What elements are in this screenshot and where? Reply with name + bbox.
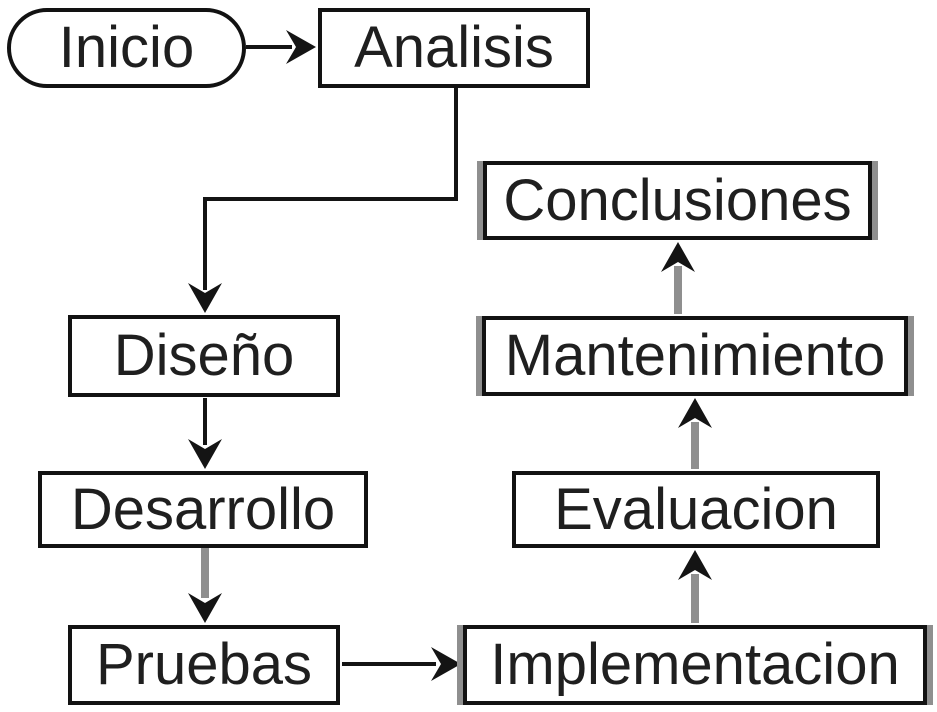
node-pruebas-label: Pruebas: [95, 632, 313, 697]
arrowhead-down-icon: [188, 283, 222, 313]
connector-analisis-diseno: [188, 88, 458, 313]
connector-evaluacion-mantenimiento: [678, 398, 712, 469]
arrowhead-up-icon: [678, 550, 712, 580]
node-desarrollo-label: Desarrollo: [70, 476, 336, 542]
node-analisis-label: Analisis: [354, 15, 554, 80]
arrowhead-down-icon: [188, 439, 222, 469]
arrowhead-right-icon: [431, 647, 461, 681]
node-inicio-label: Inicio: [58, 15, 195, 80]
node-inicio: Inicio: [7, 8, 246, 88]
node-pruebas: Pruebas: [68, 625, 340, 705]
connector-inicio-analisis: [246, 30, 316, 64]
node-evaluacion-label: Evaluacion: [554, 476, 838, 542]
connector-desarrollo-pruebas: [188, 548, 222, 623]
node-diseno-label: Diseño: [113, 323, 295, 388]
node-desarrollo: Desarrollo: [38, 471, 368, 548]
connector-pruebas-implementacion: [342, 647, 461, 681]
connector-diseno-desarrollo: [188, 398, 222, 469]
node-mantenimiento-label: Mantenimiento: [504, 323, 886, 388]
node-evaluacion: Evaluacion: [512, 471, 880, 548]
connector-mantenimiento-conclusiones: [661, 242, 695, 314]
node-analisis: Analisis: [318, 8, 590, 88]
arrowhead-up-icon: [678, 398, 712, 428]
node-conclusiones-label: Conclusiones: [503, 167, 852, 233]
arrowhead-up-icon: [661, 242, 695, 272]
arrowhead-right-icon: [286, 30, 316, 64]
node-implementacion: Implementacion: [463, 625, 927, 705]
connector-implementacion-evaluacion: [678, 550, 712, 623]
node-diseno: Diseño: [68, 315, 340, 397]
node-mantenimiento: Mantenimiento: [482, 316, 908, 396]
node-implementacion-label: Implementacion: [490, 632, 900, 697]
node-conclusiones: Conclusiones: [483, 161, 872, 240]
arrowhead-down-icon: [188, 593, 222, 623]
